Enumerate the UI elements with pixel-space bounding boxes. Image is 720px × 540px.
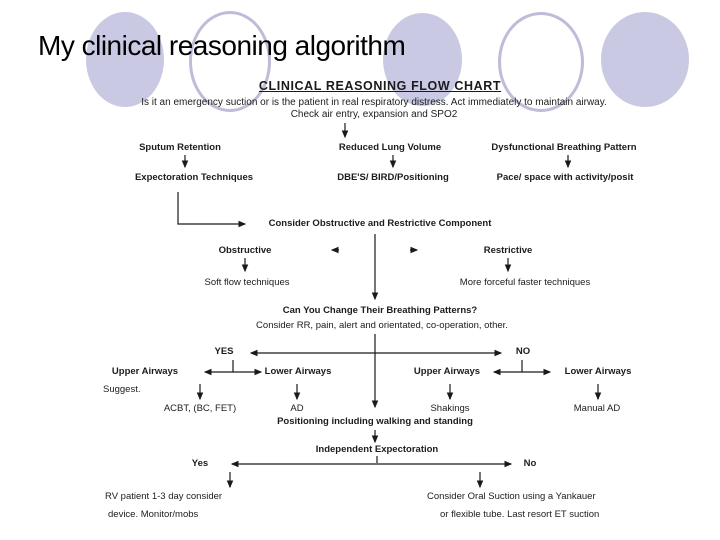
node-acbt: ACBT, (BC, FET)	[163, 403, 237, 414]
flowchart-title: CLINICAL REASONING FLOW CHART	[258, 79, 502, 93]
outcome-no-line-2: or flexible tube. Last resort ET suction	[440, 509, 600, 520]
node-dysfunctional-breathing: Dysfunctional Breathing Pattern	[491, 142, 637, 153]
branch-no-label: NO	[515, 346, 531, 357]
outcome-yes-line-1: RV patient 1-3 day consider	[105, 491, 223, 502]
decorative-circle-filled-1	[86, 12, 164, 107]
branch-yes-label: YES	[214, 346, 234, 357]
node-manual-ad: Manual AD	[573, 403, 621, 414]
slide-title: My clinical reasoning algorithm	[38, 30, 406, 61]
node-forceful-techniques: More forceful faster techniques	[459, 277, 591, 288]
decorative-circle-outline-2	[498, 12, 584, 112]
node-consider-rr: Consider RR, pain, alert and orientated,…	[256, 320, 508, 331]
node-ad: AD	[290, 403, 304, 414]
node-consider-component: Consider Obstructive and Restrictive Com…	[268, 218, 492, 229]
node-no-lower-airways: Lower Airways	[564, 366, 632, 377]
node-change-breathing-question: Can You Change Their Breathing Patterns?	[282, 305, 478, 316]
node-positioning: Positioning including walking and standi…	[277, 416, 473, 427]
outcome-yes-line-2: device. Monitor/mobs	[108, 509, 199, 520]
node-expectoration-techniques: Expectoration Techniques	[134, 172, 254, 183]
node-shakings: Shakings	[430, 403, 470, 414]
node-no-upper-airways: Upper Airways	[413, 366, 481, 377]
branch-no-bottom-label: No	[523, 458, 537, 469]
node-reduced-lung-volume: Reduced Lung Volume	[338, 142, 442, 153]
node-yes-lower-airways: Lower Airways	[264, 366, 332, 377]
node-independent-expectoration: Independent Expectoration	[315, 444, 439, 455]
node-dbes-bird-positioning: DBE'S/ BIRD/Positioning	[337, 172, 449, 183]
node-soft-flow-techniques: Soft flow techniques	[204, 277, 290, 288]
outcome-no-line-1: Consider Oral Suction using a Yankauer	[427, 491, 596, 502]
node-obstructive: Obstructive	[218, 245, 272, 256]
intro-line-1: Is it an emergency suction or is the pat…	[141, 97, 607, 108]
node-pace-space: Pace/ space with activity/posit	[496, 172, 634, 183]
intro-line-2: Check air entry, expansion and SPO2	[290, 109, 458, 120]
branch-yes-bottom-label: Yes	[191, 458, 209, 469]
decorative-circle-outline-1	[189, 11, 271, 112]
node-restrictive: Restrictive	[483, 245, 533, 256]
decorative-circle-filled-2	[383, 13, 462, 106]
node-sputum-retention: Sputum Retention	[139, 142, 221, 153]
label-suggest: Suggest.	[103, 384, 141, 395]
node-yes-upper-airways: Upper Airways	[111, 366, 179, 377]
decorative-circle-filled-3	[601, 12, 689, 107]
